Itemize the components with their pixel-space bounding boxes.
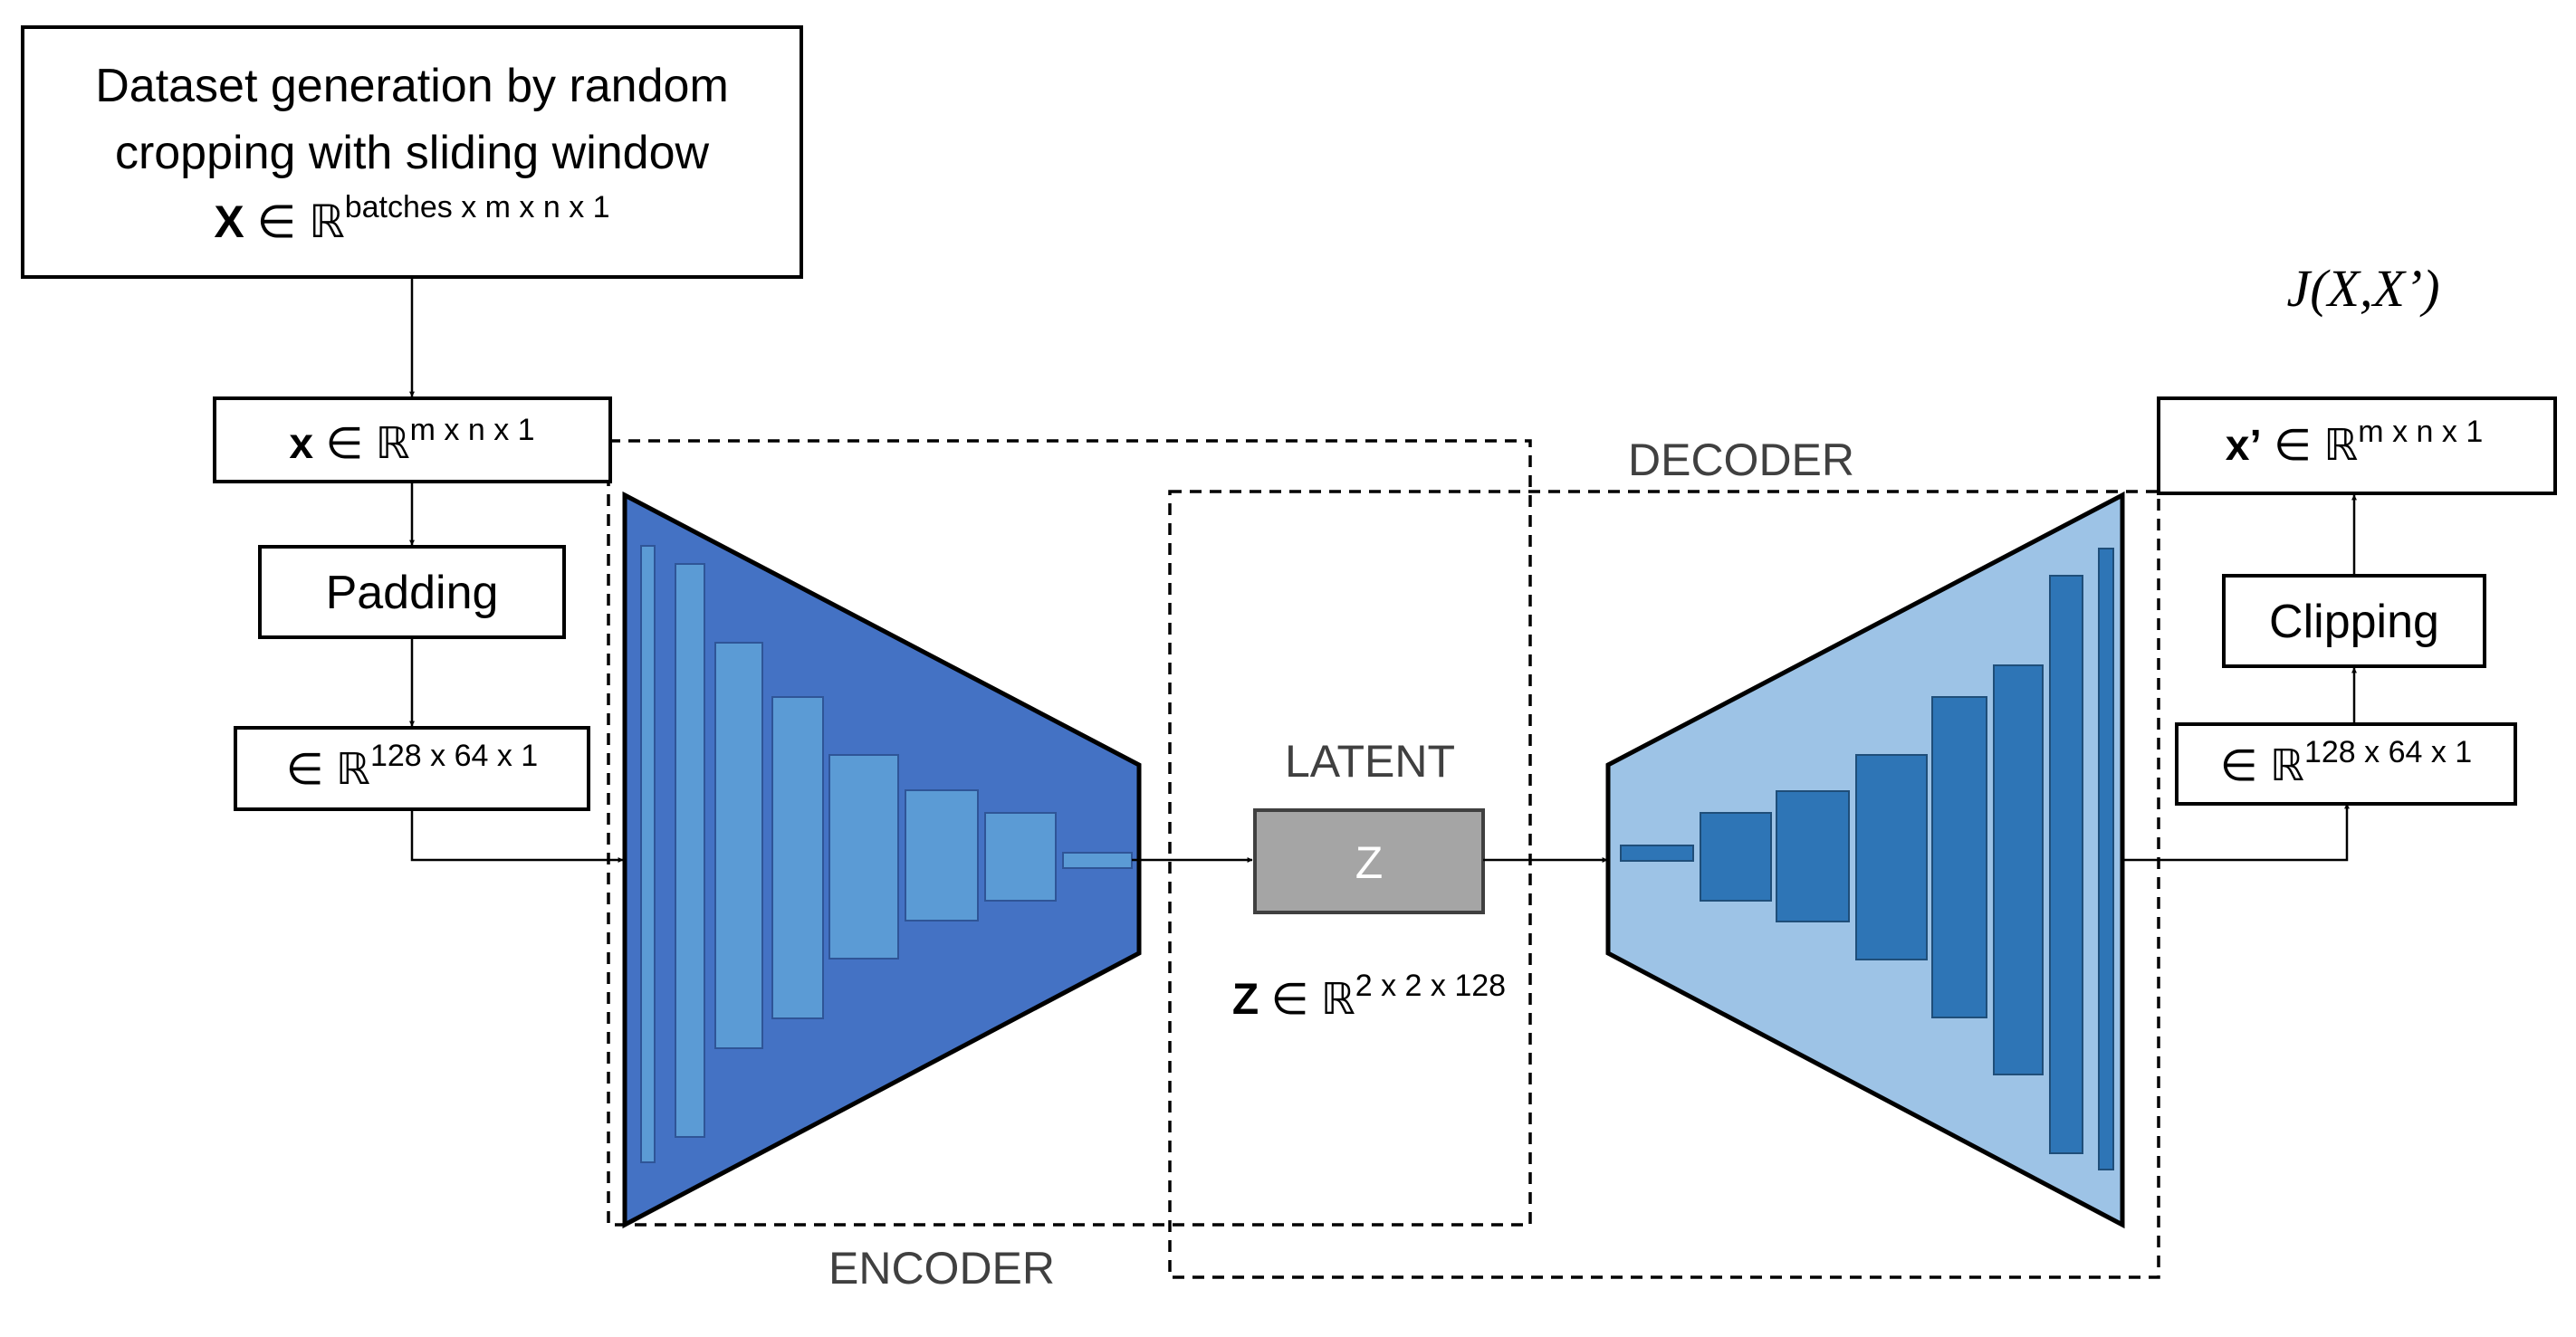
loss-function-label: J(X,X’) [2286,259,2439,318]
output-formula: x’ ∈ ℝm x n x 1 [2226,415,2483,470]
latent-formula: Z ∈ ℝ2 x 2 x 128 [1232,969,1506,1024]
decoded-formula: ∈ ℝ128 x 64 x 1 [2220,735,2472,790]
latent-z-box [1253,808,1485,914]
encoder-region [607,439,1532,1227]
dataset-generation-box: Dataset generation by random cropping wi… [21,25,803,279]
clipping-box: Clipping [2222,574,2486,668]
decoder-layer-5 [1931,696,1987,1018]
dataset-formula: X ∈ ℝbatches x m x n x 1 [214,190,609,247]
decoder-layer-1 [1620,845,1694,862]
padded-formula: ∈ ℝ128 x 64 x 1 [286,739,538,794]
arrow-padded-to-encoder [410,809,624,863]
padding-label: Padding [326,567,499,619]
clipping-label: Clipping [2269,596,2439,648]
encoder-label: ENCODER [828,1243,1055,1294]
decoder-layer-2 [1700,812,1772,902]
decoder-layer-7 [2049,575,2083,1154]
dataset-line1: Dataset generation by random [95,60,729,112]
dataset-line2: cropping with sliding window [115,127,710,179]
decoder-layer-6 [1993,664,2044,1075]
encoder-layer-5 [828,754,899,960]
encoder-layer-6 [905,789,979,922]
encoder-layers [640,545,1133,1163]
decoder-label: DECODER [1628,435,1854,485]
input-formula: x ∈ ℝm x n x 1 [289,413,534,468]
encoder-layer-3 [714,642,763,1049]
encoder-layer-7 [984,812,1057,902]
encoder-layer-8 [1062,852,1133,869]
encoder-layer-1 [640,545,656,1163]
padded-shape-box: ∈ ℝ128 x 64 x 1 [234,726,590,811]
decoder-layers [1620,548,2114,1170]
decoder-layer-4 [1855,754,1928,960]
output-box: x’ ∈ ℝm x n x 1 [2157,396,2557,495]
decoder-layer-8 [2098,548,2114,1170]
arrow-decoder-to-decoded [2122,803,2350,862]
decoder-layer-3 [1776,790,1850,922]
latent-label: LATENT [1285,736,1455,787]
decoder-region [1168,490,2160,1279]
input-box: x ∈ ℝm x n x 1 [213,396,612,483]
padding-box: Padding [258,545,566,639]
encoder-layer-4 [771,696,824,1019]
decoded-shape-box: ∈ ℝ128 x 64 x 1 [2175,722,2517,806]
encoder-layer-2 [675,563,705,1138]
latent-z-text: Z [1355,837,1384,888]
